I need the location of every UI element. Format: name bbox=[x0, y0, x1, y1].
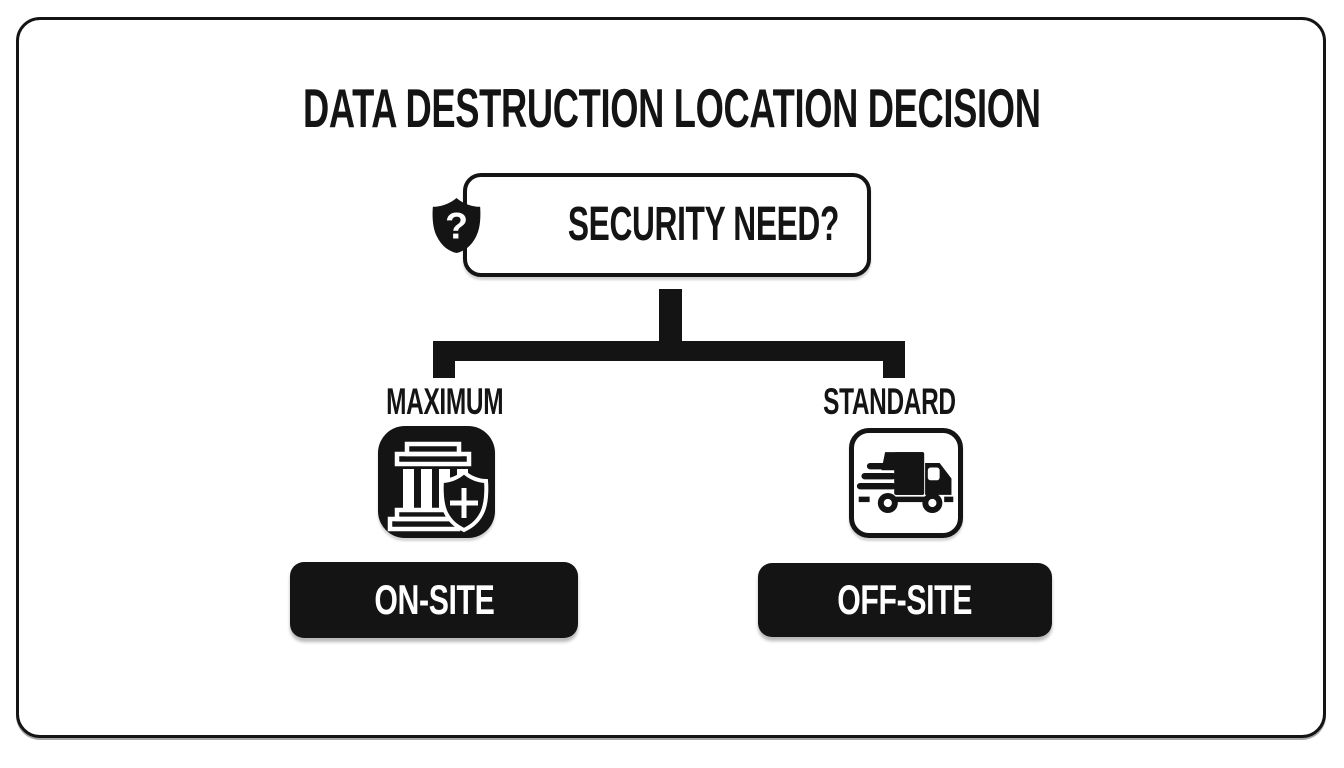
connector-stub-right bbox=[883, 359, 905, 378]
outcome-off-site-label: OFF-SITE bbox=[837, 576, 973, 623]
outcome-off-site: OFF-SITE bbox=[758, 563, 1052, 637]
secure-facility-icon bbox=[387, 441, 489, 533]
connector-stem bbox=[659, 289, 682, 342]
question-shield-icon: ? bbox=[425, 195, 488, 256]
outcome-on-site-label: ON-SITE bbox=[373, 576, 495, 623]
decision-node-label: SECURITY NEED? bbox=[567, 198, 840, 251]
connector-horizontal-bar bbox=[433, 341, 905, 361]
branch-label-maximum: MAXIMUM bbox=[386, 381, 504, 422]
decision-node-security-need: ? SECURITY NEED? bbox=[432, 173, 871, 277]
outcome-on-site: ON-SITE bbox=[290, 562, 578, 638]
diagram-border bbox=[16, 17, 1326, 738]
question-mark-glyph: ? bbox=[445, 204, 468, 246]
delivery-truck-icon bbox=[856, 452, 954, 513]
page-title-text: DATA DESTRUCTION LOCATION DECISION bbox=[303, 77, 1041, 139]
connector-stub-left bbox=[433, 359, 455, 378]
branch-label-standard: STANDARD bbox=[822, 381, 956, 422]
page-title: DATA DESTRUCTION LOCATION DECISION bbox=[0, 76, 1344, 140]
secure-facility-icon-tile bbox=[378, 426, 495, 538]
delivery-truck-icon-tile bbox=[849, 428, 963, 538]
